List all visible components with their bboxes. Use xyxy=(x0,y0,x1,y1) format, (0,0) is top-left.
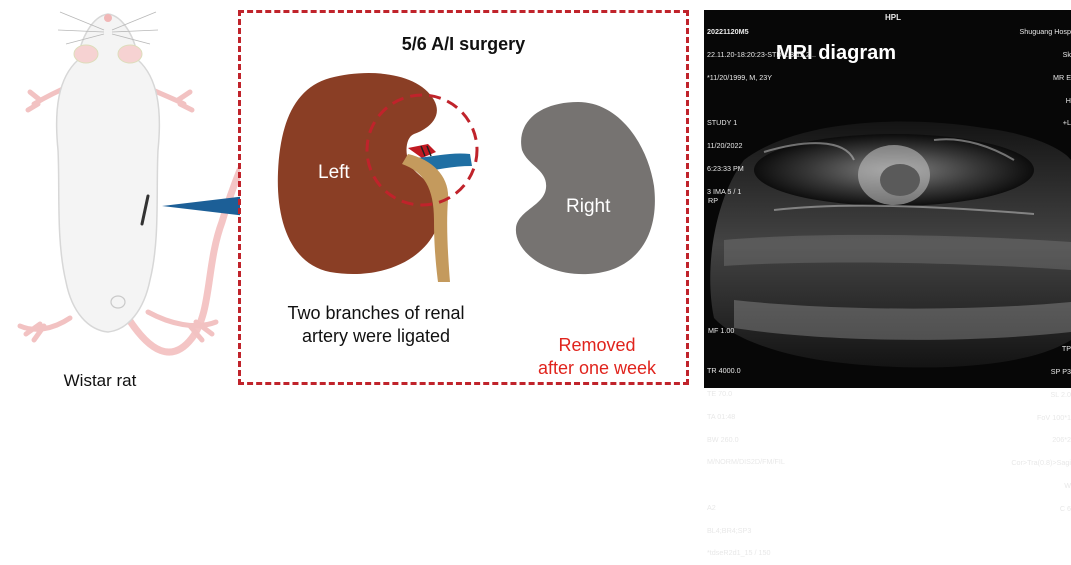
mri-top-center-info: HPL xyxy=(885,14,901,22)
mri-bottom-right-info: TP SP P3 SL 2.0 FoV 100*1 206*2 Cor>Tra(… xyxy=(1011,330,1071,520)
mri-info-line: TR 4000.0 xyxy=(707,367,785,375)
mri-info-line: *11/20/1999, M, 23Y xyxy=(707,74,816,82)
mri-info-line: SP P3 xyxy=(1011,368,1071,376)
mri-kidney-core xyxy=(880,164,920,196)
rat-body xyxy=(57,14,160,332)
mri-rp-label: RP xyxy=(708,197,718,205)
removed-note-line-2: after one week xyxy=(512,357,682,380)
mri-info-line xyxy=(707,481,785,489)
right-kidney xyxy=(516,102,655,274)
mri-info-line: 22.11.20-18:20:23-STD-1.3.12.2... xyxy=(707,51,816,59)
mri-bottom-left-info: TR 4000.0 TE 70.0 TA 01:48 BW 260.0 M/NO… xyxy=(707,352,785,565)
mri-info-line: BW 260.0 xyxy=(707,436,785,444)
removed-note-line-1: Removed xyxy=(512,334,682,357)
mri-top-right-info: Shuguang Hosp Sk MR E H +L xyxy=(1019,13,1071,135)
removed-note: Removed after one week xyxy=(512,334,682,380)
mri-info-line: *tdseR2d1_15 / 150 xyxy=(707,549,785,557)
mri-info-line: +L xyxy=(1019,119,1071,127)
surgery-title: 5/6 A/I surgery xyxy=(238,34,689,55)
mri-info-line: 6:23:33 PM xyxy=(707,165,816,173)
wistar-rat-illustration xyxy=(0,0,240,397)
left-kidney xyxy=(278,73,442,274)
rat-nose xyxy=(104,14,112,22)
mri-info-line: MR E xyxy=(1019,74,1071,82)
ligated-note-line-2: artery were ligated xyxy=(256,325,496,348)
mri-mf-label: MF 1.00 xyxy=(708,327,734,335)
kidney-diagram xyxy=(238,60,689,290)
mri-info-line xyxy=(707,97,816,105)
mri-info-line: Shuguang Hosp xyxy=(1019,28,1071,36)
left-kidney-label: Left xyxy=(318,162,350,184)
mri-info-line: Sk xyxy=(1019,51,1071,59)
mri-info-line: BL4;BR4;SP3 xyxy=(707,527,785,535)
arrow-to-kidney xyxy=(162,184,240,228)
mri-info-line: A2 xyxy=(707,504,785,512)
rat-label: Wistar rat xyxy=(40,371,160,391)
rat-ear-right xyxy=(118,45,142,63)
ligated-note-line-1: Two branches of renal xyxy=(256,302,496,325)
mri-info-line: 3 IMA 5 / 1 xyxy=(707,188,816,196)
mri-info-line: SL 2.0 xyxy=(1011,391,1071,399)
mri-info-line: M/NORM/DIS2D/FM/FIL xyxy=(707,458,785,466)
mri-info-line: 206*2 xyxy=(1011,436,1071,444)
mri-info-line: 11/20/2022 xyxy=(707,142,816,150)
mri-info-line: TE 70.0 xyxy=(707,390,785,398)
rat-hind-paw-left xyxy=(20,318,70,340)
mri-info-line: 20221120M5 xyxy=(707,28,816,36)
mri-info-line: C 6 xyxy=(1011,505,1071,513)
right-kidney-label: Right xyxy=(566,196,610,218)
mri-info-line: STUDY 1 xyxy=(707,119,816,127)
mri-info-line: FoV 100*1 xyxy=(1011,414,1071,422)
rat-ear-left xyxy=(74,45,98,63)
mri-info-line: TP xyxy=(1011,345,1071,353)
mri-info-line: W xyxy=(1011,482,1071,490)
mri-info-line: Cor>Tra(0.8)>Sagi xyxy=(1011,459,1071,467)
mri-info-line: TA 01:48 xyxy=(707,413,785,421)
mri-top-left-info: 20221120M5 22.11.20-18:20:23-STD-1.3.12.… xyxy=(707,13,816,203)
mri-info-line: H xyxy=(1019,97,1071,105)
ligated-note: Two branches of renal artery were ligate… xyxy=(256,302,496,348)
